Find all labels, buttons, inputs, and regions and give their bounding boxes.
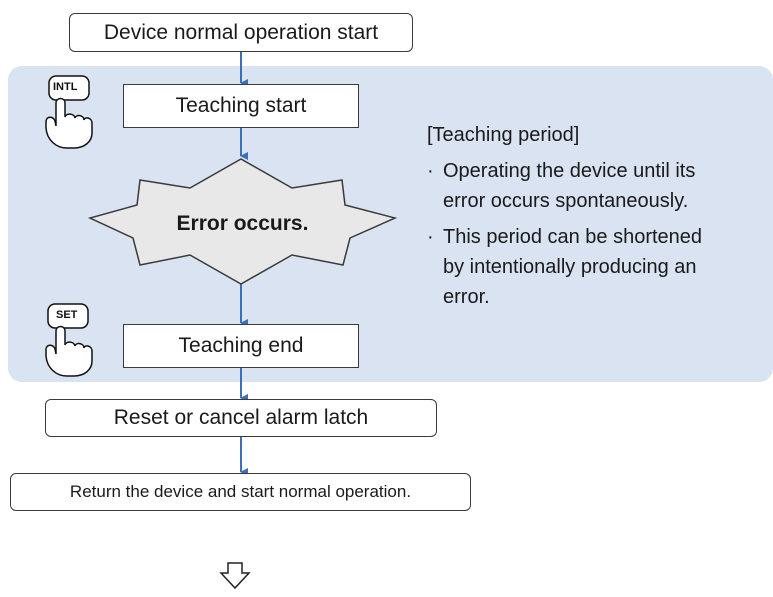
step-device-normal-start: Device normal operation start (69, 13, 413, 52)
note-item-text: This period can be shortened by intentio… (443, 226, 703, 308)
step-teaching-end: Teaching end (123, 324, 359, 368)
step-teaching-start: Teaching start (123, 84, 359, 128)
note-bullet: · (427, 226, 434, 248)
step-return-normal-operation: Return the device and start normal opera… (10, 473, 471, 511)
press-set-hand-icon (45, 303, 93, 377)
note-item-text: Operating the device until its error occ… (443, 160, 696, 212)
step-error-occurs: Error occurs. (176, 212, 309, 235)
intl-button-label: INTL (53, 81, 78, 93)
note-item: · This period can be shortened by intent… (427, 222, 767, 312)
set-button-label: SET (56, 309, 78, 321)
down-arrow-outline-icon (219, 562, 251, 590)
teaching-period-note: [Teaching period] · Operating the device… (427, 120, 767, 318)
press-intl-hand-icon (45, 75, 93, 149)
step-reset-alarm-latch: Reset or cancel alarm latch (45, 399, 437, 437)
note-bullet: · (427, 160, 434, 182)
error-burst (87, 158, 398, 285)
note-title: [Teaching period] (427, 124, 580, 146)
note-item: · Operating the device until its error o… (427, 156, 767, 216)
